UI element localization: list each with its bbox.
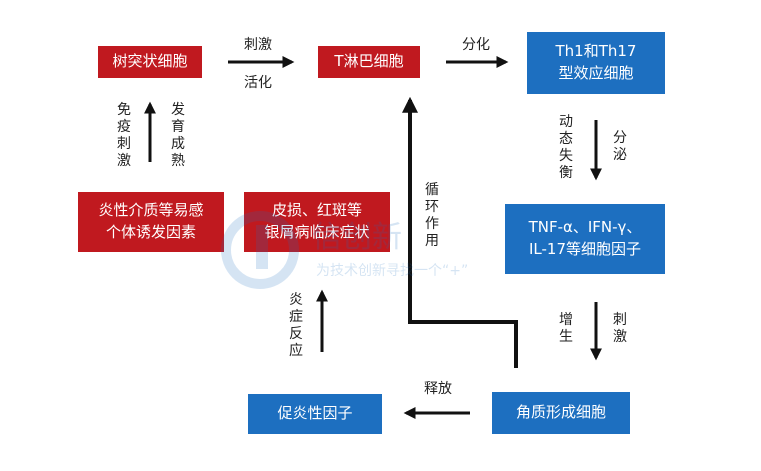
label-secrete: 分泌 — [613, 130, 627, 163]
node-susceptibility-factors: 炎性介质等易感 个体诱发因素 — [78, 192, 224, 252]
node-th1-th17-effector: Th1和Th17 型效应细胞 — [527, 32, 665, 94]
label-stimulate-top: 刺激 — [244, 37, 272, 53]
label-proliferate: 增生 — [559, 312, 573, 345]
label-immune-stimulus: 免疫刺激 — [117, 102, 131, 169]
node-t-lymphocyte: T淋巴细胞 — [318, 46, 420, 78]
label-circulation: 循环作用 — [425, 182, 439, 249]
node-cytokines: TNF-α、IFN-γ、 IL-17等细胞因子 — [505, 204, 665, 274]
label-release: 释放 — [424, 381, 452, 397]
node-dendritic-cell: 树突状细胞 — [98, 46, 202, 78]
label-stimulate-right: 刺激 — [613, 312, 627, 345]
label-activate: 活化 — [244, 75, 272, 91]
label-dynamic-imbalance: 动态失衡 — [559, 114, 573, 181]
label-differentiate: 分化 — [462, 37, 490, 53]
node-clinical-symptoms: 皮损、红斑等 银屑病临床症状 — [244, 192, 390, 252]
label-develop-mature: 发育成熟 — [171, 102, 185, 169]
label-inflammatory-response: 炎症反应 — [289, 292, 303, 359]
node-keratinocyte: 角质形成细胞 — [492, 392, 630, 434]
arrow-circulation-loop — [402, 96, 518, 368]
node-proinflammatory-factors: 促炎性因子 — [248, 394, 382, 434]
